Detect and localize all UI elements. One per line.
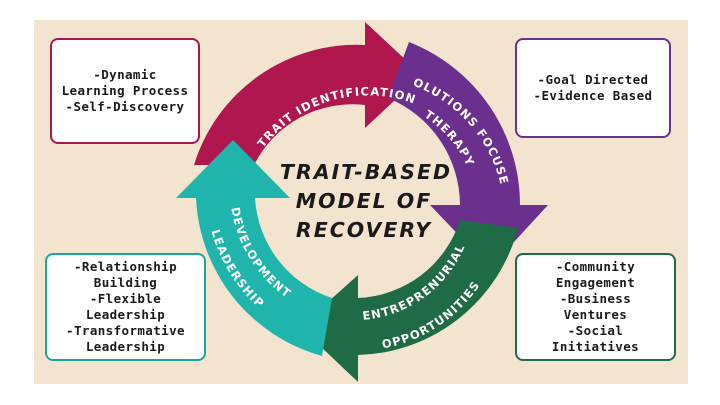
- leadership-development-arrow: [176, 140, 332, 356]
- entrepreneurial-opportunities-box: -Community Engagement -Business Ventures…: [515, 253, 676, 361]
- title-line: TRAIT-BASED: [280, 160, 453, 184]
- box-line: -Business: [559, 291, 632, 306]
- box-line: -Transformative: [66, 323, 185, 338]
- box-line: Leadership: [85, 339, 166, 354]
- box-line: Engagement: [555, 275, 636, 290]
- box-line: Leadership: [85, 307, 166, 322]
- diagram-title: TRAIT-BASED MODEL OF RECOVERY: [280, 158, 453, 245]
- title-line: RECOVERY: [295, 218, 433, 242]
- box-line: Initiatives: [551, 339, 640, 354]
- box-line: -Flexible: [89, 291, 162, 306]
- trait-identification-box: -Dynamic Learning Process -Self-Discover…: [50, 38, 200, 144]
- box-line: -Goal Directed: [537, 72, 649, 87]
- entrepreneurial-opportunities-arrow: [300, 220, 518, 382]
- box-line: -Community: [555, 259, 636, 274]
- box-line: Ventures: [563, 307, 628, 322]
- solutions-focused-box: -Goal Directed -Evidence Based: [515, 38, 671, 138]
- box-line: Learning Process: [61, 83, 189, 98]
- leadership-development-box: -Relationship Building -Flexible Leaders…: [45, 253, 206, 361]
- box-line: -Relationship: [73, 259, 178, 274]
- box-line: -Dynamic: [93, 67, 157, 82]
- box-line: -Social: [567, 323, 624, 338]
- trait-identification-arrow: [194, 22, 422, 165]
- solutions-focused-therapy-arrow: [388, 42, 548, 268]
- box-line: -Evidence Based: [533, 88, 653, 103]
- box-line: -Self-Discovery: [65, 99, 185, 114]
- title-line: MODEL OF: [295, 189, 433, 213]
- box-line: Building: [93, 275, 158, 290]
